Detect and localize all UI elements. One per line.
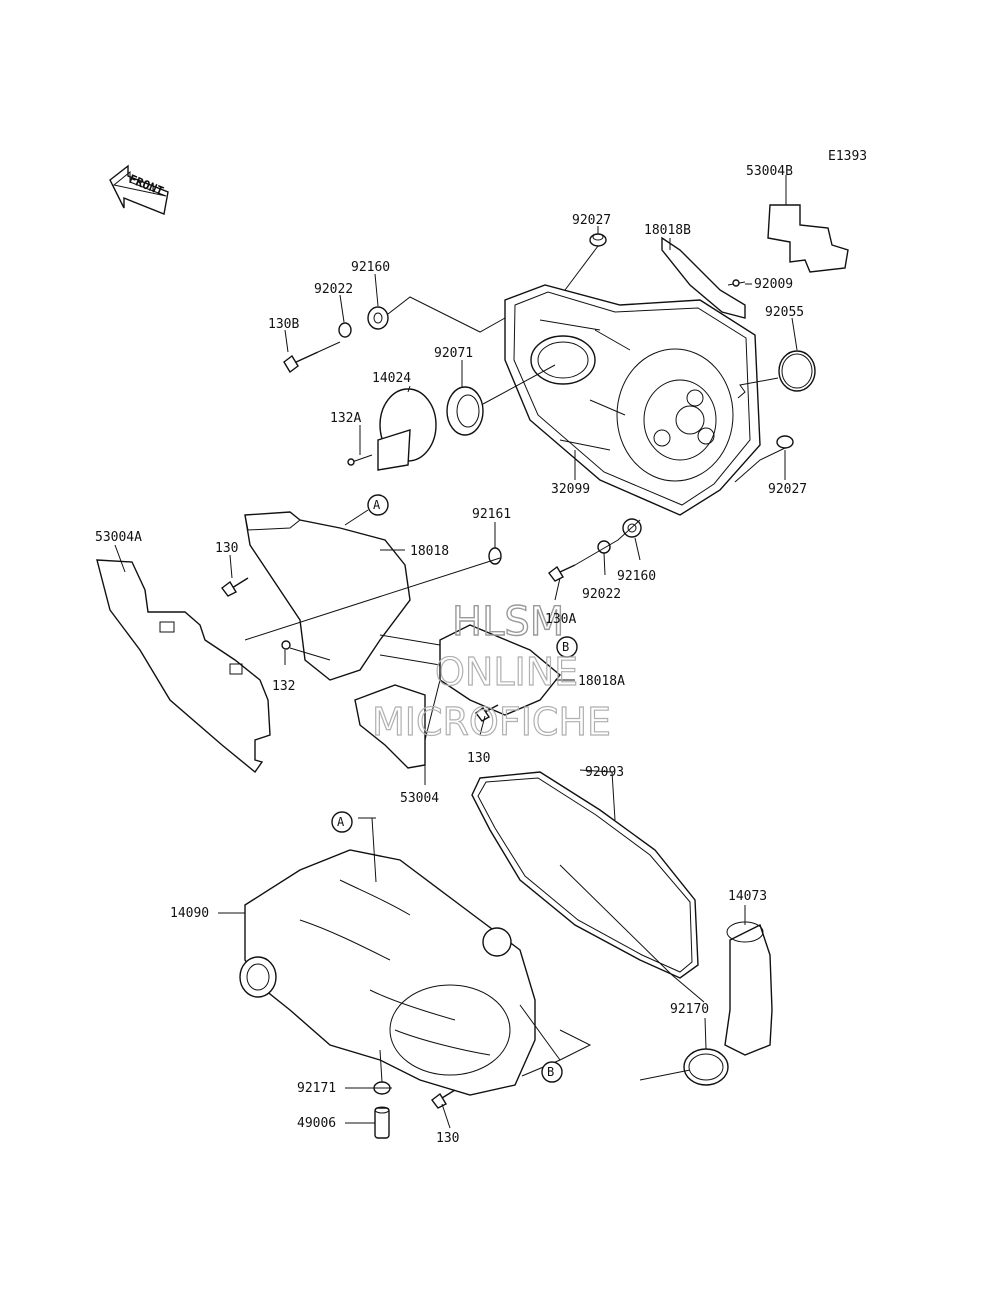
callout-a-top: A (367, 494, 389, 516)
svg-text:B: B (547, 1065, 554, 1079)
part-label: 92161 (472, 507, 511, 522)
tube-49006 (374, 1106, 390, 1139)
housing-14090 (239, 849, 536, 1096)
part-labels: 53004B 92027 18018B 92160 92022 130B 920… (95, 164, 807, 1146)
part-label: 53004A (95, 530, 142, 545)
part-label: 92009 (754, 277, 793, 292)
part-label: 49006 (297, 1116, 336, 1131)
seal-92071 (446, 386, 484, 436)
svg-text:HLSM: HLSM (452, 599, 564, 645)
part-label: 132A (330, 411, 361, 426)
callout-b-top: B (556, 636, 578, 658)
part-label: 14073 (728, 889, 767, 904)
duct-14073 (724, 924, 773, 1056)
washer-92022-middle (597, 540, 611, 554)
part-label: 14024 (372, 371, 411, 386)
part-label: 130 (436, 1131, 459, 1146)
svg-text:A: A (337, 815, 345, 829)
leader-lines (114, 175, 798, 1129)
bolt-130a (548, 564, 576, 582)
part-label: 53004B (746, 164, 793, 179)
part-label: 14090 (170, 906, 209, 921)
screw-132a (347, 454, 373, 466)
part-label: 92055 (765, 305, 804, 320)
guard-18018 (244, 511, 411, 681)
part-label: 92027 (572, 213, 611, 228)
bolt-130-center (475, 704, 499, 722)
watermark: HLSM ONLINE MICROFICHE (371, 598, 611, 744)
svg-text:A: A (373, 498, 381, 512)
bolt-130-middle-left (221, 577, 249, 597)
svg-text:ONLINE: ONLINE (435, 650, 578, 694)
part-label: 92027 (768, 482, 807, 497)
svg-text:MICROFICHE: MICROFICHE (372, 700, 611, 744)
pad-53004 (354, 684, 426, 769)
clutch-cover-32099 (504, 284, 761, 516)
clamp-92170 (683, 1048, 729, 1086)
bolt-130-bottom (431, 1089, 456, 1109)
part-label: 92022 (582, 587, 621, 602)
part-label: 92093 (585, 765, 624, 780)
part-label: 92171 (297, 1081, 336, 1096)
front-arrow-icon: FRONT (109, 164, 169, 215)
part-label: 18018A (578, 674, 625, 689)
pad-53004a (96, 559, 271, 774)
part-label: 18018 (410, 544, 449, 559)
part-label: 18018B (644, 223, 691, 238)
part-label: 130A (545, 612, 576, 627)
grommet-92027-top (589, 233, 607, 247)
part-label: 92071 (434, 346, 473, 361)
part-label: 132 (272, 679, 295, 694)
part-label: 92160 (351, 260, 390, 275)
plate-18018a (439, 624, 561, 716)
grommet-92027-right (776, 435, 794, 449)
svg-text:B: B (562, 640, 569, 654)
diagram-code: E1393 (828, 149, 867, 164)
part-label: 92170 (670, 1002, 709, 1017)
part-label: 130 (215, 541, 238, 556)
screw-92009 (727, 279, 746, 287)
part-label: 130 (467, 751, 490, 766)
cover-14024 (377, 388, 437, 471)
washer-92022-top (338, 322, 352, 338)
part-label: 92160 (617, 569, 656, 584)
part-92161 (488, 547, 502, 565)
o-ring-92055 (778, 350, 816, 392)
part-label: 32099 (551, 482, 590, 497)
plate-18018b (661, 236, 746, 319)
pad-53004b (767, 204, 849, 273)
part-label: 92022 (314, 282, 353, 297)
clamp-92171 (373, 1081, 392, 1095)
screw-132 (281, 640, 291, 650)
part-label: 130B (268, 317, 299, 332)
bolt-130b (283, 351, 319, 374)
bushing-92160-top (367, 306, 389, 330)
gasket-92093 (471, 771, 699, 979)
callout-b-bottom: B (541, 1061, 563, 1083)
part-label: 53004 (400, 791, 439, 806)
callout-a-bottom: A (331, 811, 353, 833)
